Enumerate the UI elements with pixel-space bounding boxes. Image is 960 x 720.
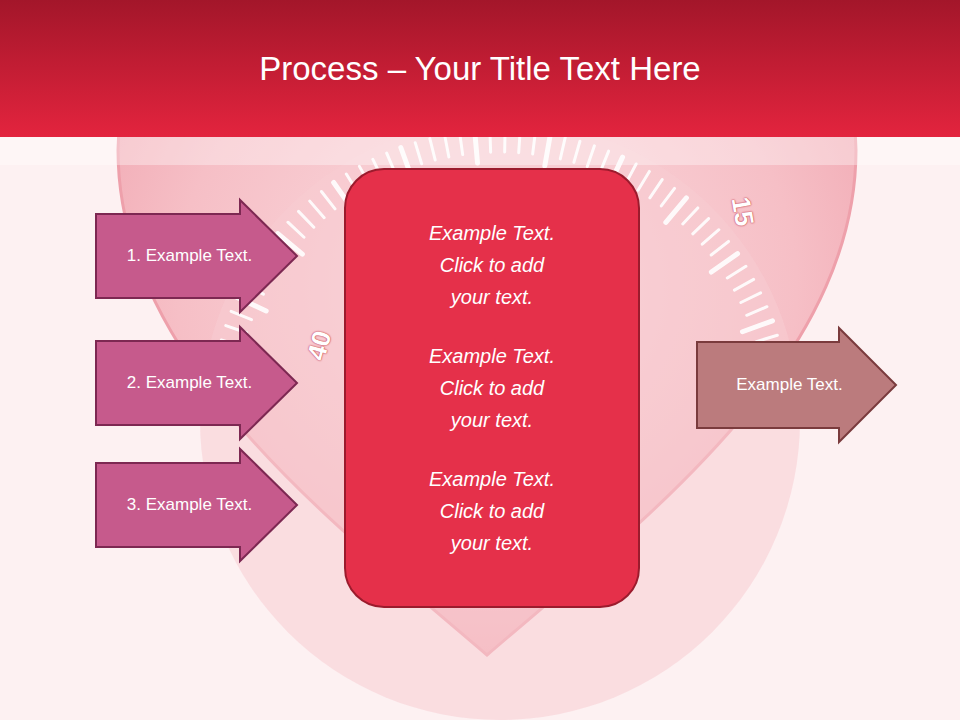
header-band (0, 0, 960, 137)
arrow-text: Example Text. (736, 375, 842, 395)
dial-tick (711, 254, 737, 272)
dial-tick (638, 171, 649, 190)
box-text: Example Text. Click to add your text. (422, 463, 562, 559)
dial-tick (711, 241, 728, 255)
arrow-text: 3. Example Text. (127, 495, 252, 515)
dial-tick (747, 307, 767, 316)
slide-title: Process – Your Title Text Here (259, 50, 700, 88)
text-holder: 1. Example Text. (103, 199, 276, 313)
light-band (0, 137, 960, 165)
dial-tick (693, 219, 709, 234)
arrow-shape: 2. Example Text. (95, 326, 298, 440)
dial-tick (231, 311, 251, 319)
dial-tick (756, 335, 777, 341)
arrow-shape: 3. Example Text. (95, 448, 298, 562)
title-bar: Process – Your Title Text Here (0, 0, 960, 137)
dial-tick (741, 293, 761, 303)
arrow-polygon (96, 449, 297, 561)
dial-tick (288, 222, 304, 237)
dial-tick (666, 198, 687, 223)
arrow-polygon (96, 200, 297, 312)
dial-tick (734, 279, 753, 290)
dial-tick (650, 180, 662, 198)
arrow-text: 2. Example Text. (127, 373, 252, 393)
text-holder: Example Text. (704, 327, 875, 443)
dial-tick (299, 211, 314, 227)
arrow-polygon (96, 327, 297, 439)
text-holder: 3. Example Text. (103, 448, 276, 562)
dial-tick (310, 201, 324, 218)
arrow-text: 1. Example Text. (127, 246, 252, 266)
dial-tick (321, 191, 335, 208)
box-text: Example Text. Click to add your text. (422, 217, 562, 313)
arrow-shape: 1. Example Text. (95, 199, 298, 313)
box-text: Example Text. Click to add your text. (422, 340, 562, 436)
dial-tick (702, 230, 719, 244)
dial-number: 15 (725, 195, 761, 229)
dial-tick (742, 321, 772, 332)
arrow-shape: Example Text. (696, 327, 897, 443)
dial-tick (683, 208, 698, 224)
text-holder: 2. Example Text. (103, 326, 276, 440)
process-box: Example Text. Click to add your text. Exa… (344, 168, 640, 608)
dial-tick (661, 188, 674, 206)
arrow-polygon (697, 328, 896, 442)
dial-tick (727, 266, 746, 278)
